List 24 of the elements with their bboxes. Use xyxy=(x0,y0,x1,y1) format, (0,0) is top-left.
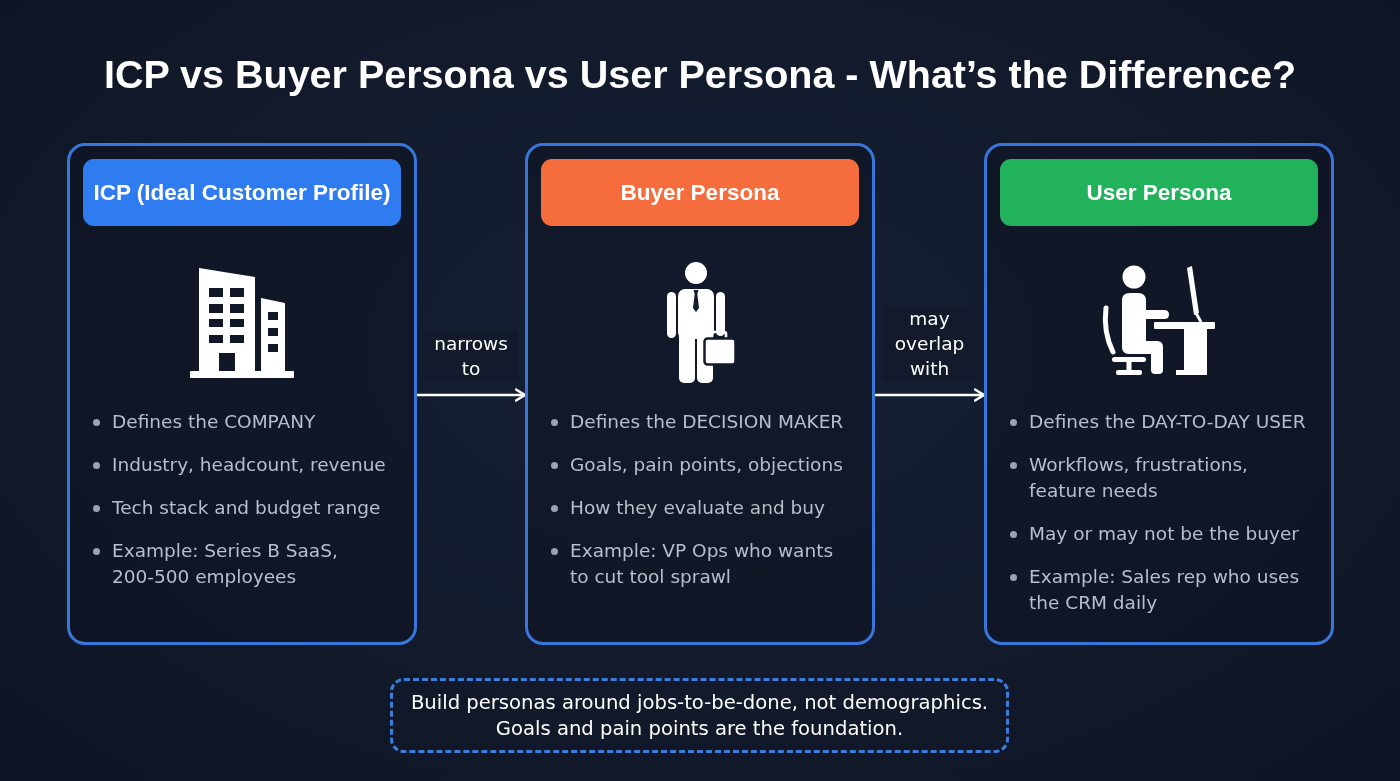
note-callout: Build personas around jobs-to-be-done, not demographics. Goals and pain points are the foundation. xyxy=(390,678,1009,753)
edge-label: may overlap with xyxy=(882,306,977,381)
bullet-item: May or may not be the buyer xyxy=(1010,521,1322,547)
edge-label: narrows to xyxy=(424,331,518,381)
bullet-item: Defines the COMPANY xyxy=(93,409,405,435)
card-panel xyxy=(525,143,875,645)
header-banner: Buyer Persona xyxy=(541,159,859,226)
header-banner: User Persona xyxy=(1000,159,1318,226)
header-banner: ICP (Ideal Customer Profile) xyxy=(83,159,401,226)
bullet-item: How they evaluate and buy xyxy=(551,495,863,521)
bullet-item: Example: Sales rep who uses the CRM daily xyxy=(1010,564,1322,616)
bullet-item: Example: Series B SaaS, 200-500 employees xyxy=(93,538,355,590)
bullet-item: Defines the DAY-TO-DAY USER xyxy=(1010,409,1322,435)
bullet-item: Goals, pain points, objections xyxy=(551,452,863,478)
card-panel xyxy=(984,143,1334,645)
bullet-item: Workflows, frustrations, feature needs xyxy=(1010,452,1289,504)
bullet-item: Industry, headcount, revenue xyxy=(93,452,405,478)
title: ICP vs Buyer Persona vs User Persona - What’s the Difference? xyxy=(104,51,1296,98)
bullet-item: Defines the DECISION MAKER xyxy=(551,409,863,435)
bullet-item: Tech stack and budget range xyxy=(93,495,405,521)
arrow xyxy=(417,388,527,402)
card-panel xyxy=(67,143,417,645)
arrow xyxy=(875,388,986,402)
bullet-item: Example: VP Ops who wants to cut tool sprawl xyxy=(551,538,842,590)
